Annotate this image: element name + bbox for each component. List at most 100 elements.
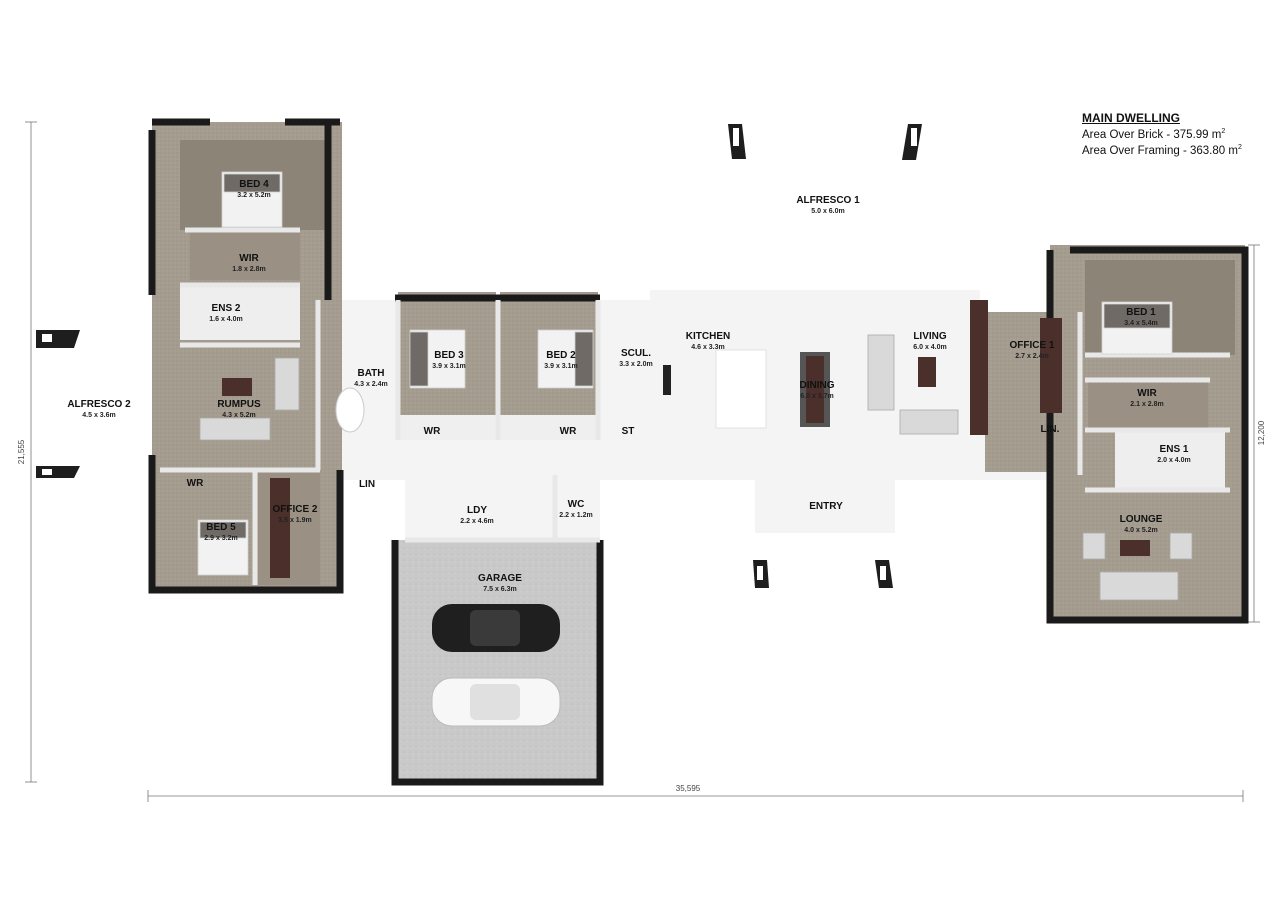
room-size: 2.9 x 3.2m [204, 535, 237, 542]
room-size: 2.2 x 4.6m [460, 518, 493, 525]
room-size: 3.9 x 3.1m [432, 363, 465, 370]
room-name: WR [424, 426, 441, 437]
room-st: ST [622, 426, 635, 437]
room-name: WR [560, 426, 577, 437]
room-lin-2: LIN [359, 479, 375, 490]
room-wr-2: WR [560, 426, 577, 437]
room-name: ENS 2 [212, 303, 241, 314]
room-bed-4: BED 4 3.2 x 5.2m [237, 179, 270, 199]
room-size: 2.2 x 1.2m [559, 512, 592, 519]
interior-walls [160, 227, 1230, 585]
room-dining: DINING 6.0 x 3.7m [800, 380, 835, 400]
room-name: BED 3 [434, 350, 464, 361]
room-name: LOUNGE [1120, 514, 1163, 525]
room-name: BATH [357, 368, 384, 379]
left-height-label: 21,555 [17, 439, 26, 464]
room-alfresco-2: ALFRESCO 2 4.5 x 3.6m [67, 399, 131, 419]
room-name: ST [622, 426, 635, 437]
room-size: 1.6 x 4.0m [209, 316, 242, 323]
room-name: BED 5 [206, 522, 236, 533]
right-height-label: 12,200 [1257, 420, 1266, 445]
room-scul: SCUL. 3.3 x 2.0m [619, 348, 652, 368]
pillars [36, 124, 922, 588]
room-entry: ENTRY [809, 501, 843, 512]
room-garage: GARAGE 7.5 x 6.3m [478, 573, 522, 593]
room-bed-5: BED 5 2.9 x 3.2m [204, 522, 237, 542]
room-name: ENS 1 [1160, 444, 1189, 455]
room-name: WIR [1137, 388, 1157, 399]
room-wc: WC 2.2 x 1.2m [559, 499, 592, 519]
dimension-lines [25, 121, 1260, 802]
room-office-1: OFFICE 1 2.7 x 2.4m [1009, 340, 1054, 360]
room-rumpus: RUMPUS 4.3 x 5.2m [217, 399, 261, 419]
room-size: 2.1 x 2.8m [1130, 401, 1163, 408]
room-alfresco-1: ALFRESCO 1 5.0 x 6.0m [796, 195, 860, 215]
room-wir-1: WIR 2.1 x 2.8m [1130, 388, 1163, 408]
room-size: 2.0 x 4.0m [1157, 457, 1190, 464]
room-wir-4: WIR 1.8 x 2.8m [232, 253, 265, 273]
room-ldy: LDY 2.2 x 4.6m [460, 505, 493, 525]
room-size: 5.0 x 6.0m [811, 208, 844, 215]
room-living: LIVING 6.0 x 4.0m [913, 331, 947, 351]
room-wr-5: WR [187, 478, 204, 489]
room-bed-3: BED 3 3.9 x 3.1m [432, 350, 465, 370]
room-bath: BATH 4.3 x 2.4m [354, 368, 387, 388]
room-name: ENTRY [809, 501, 843, 512]
room-size: 4.3 x 2.4m [354, 381, 387, 388]
room-size: 3.2 x 5.2m [237, 192, 270, 199]
room-name: RUMPUS [217, 399, 261, 410]
legend-panel: MAIN DWELLING Area Over Brick - 375.99 m… [1082, 111, 1272, 157]
garage-floor [395, 540, 600, 782]
room-kitchen: KITCHEN 4.6 x 3.3m [686, 331, 730, 351]
room-name: WIR [239, 253, 259, 264]
room-wr-3: WR [424, 426, 441, 437]
room-size: 4.6 x 3.3m [691, 344, 724, 351]
room-name: BED 4 [239, 179, 269, 190]
room-office-2: OFFICE 2 3.5 x 1.9m [272, 504, 317, 524]
legend-title: MAIN DWELLING [1082, 111, 1180, 125]
room-size: 4.0 x 5.2m [1124, 527, 1157, 534]
room-name: GARAGE [478, 573, 522, 584]
outer-walls [148, 118, 1249, 786]
room-bed-1: BED 1 3.4 x 5.4m [1124, 307, 1157, 327]
room-name: BED 2 [546, 350, 576, 361]
beds [197, 171, 1173, 576]
overall-width-label: 35,595 [676, 784, 701, 793]
room-name: OFFICE 2 [272, 504, 317, 515]
room-size: 3.3 x 2.0m [619, 361, 652, 368]
room-size: 3.9 x 3.1m [544, 363, 577, 370]
room-size: 4.3 x 5.2m [222, 412, 255, 419]
room-name: WR [187, 478, 204, 489]
room-bed-2: BED 2 3.9 x 3.1m [544, 350, 577, 370]
room-name: LDY [467, 505, 487, 516]
room-name: LIN. [1041, 424, 1060, 435]
room-name: SCUL. [621, 348, 651, 359]
room-lounge: LOUNGE 4.0 x 5.2m [1120, 514, 1163, 534]
room-size: 6.0 x 3.7m [800, 393, 833, 400]
room-size: 4.5 x 3.6m [82, 412, 115, 419]
area-over-framing: Area Over Framing - 363.80 m2 [1082, 143, 1242, 157]
room-size: 3.4 x 5.4m [1124, 320, 1157, 327]
room-size: 3.5 x 1.9m [278, 517, 311, 524]
room-name: LIVING [913, 331, 947, 342]
room-lin-1: LIN. [1041, 424, 1060, 435]
room-size: 6.0 x 4.0m [913, 344, 946, 351]
cars [431, 604, 561, 727]
room-name: WC [568, 499, 585, 510]
room-name: BED 1 [1126, 307, 1156, 318]
area-over-brick: Area Over Brick - 375.99 m2 [1082, 128, 1226, 141]
room-size: 2.7 x 2.4m [1015, 353, 1048, 360]
room-name: OFFICE 1 [1009, 340, 1054, 351]
room-ens-1: ENS 1 2.0 x 4.0m [1157, 444, 1190, 464]
room-name: KITCHEN [686, 331, 730, 342]
room-name: LIN [359, 479, 375, 490]
furniture [199, 300, 1193, 601]
room-name: ALFRESCO 1 [796, 195, 860, 206]
room-name: ALFRESCO 2 [67, 399, 131, 410]
room-size: 1.8 x 2.8m [232, 266, 265, 273]
room-name: DINING [800, 380, 835, 391]
room-size: 7.5 x 6.3m [483, 586, 516, 593]
room-ens-2: ENS 2 1.6 x 4.0m [209, 303, 242, 323]
